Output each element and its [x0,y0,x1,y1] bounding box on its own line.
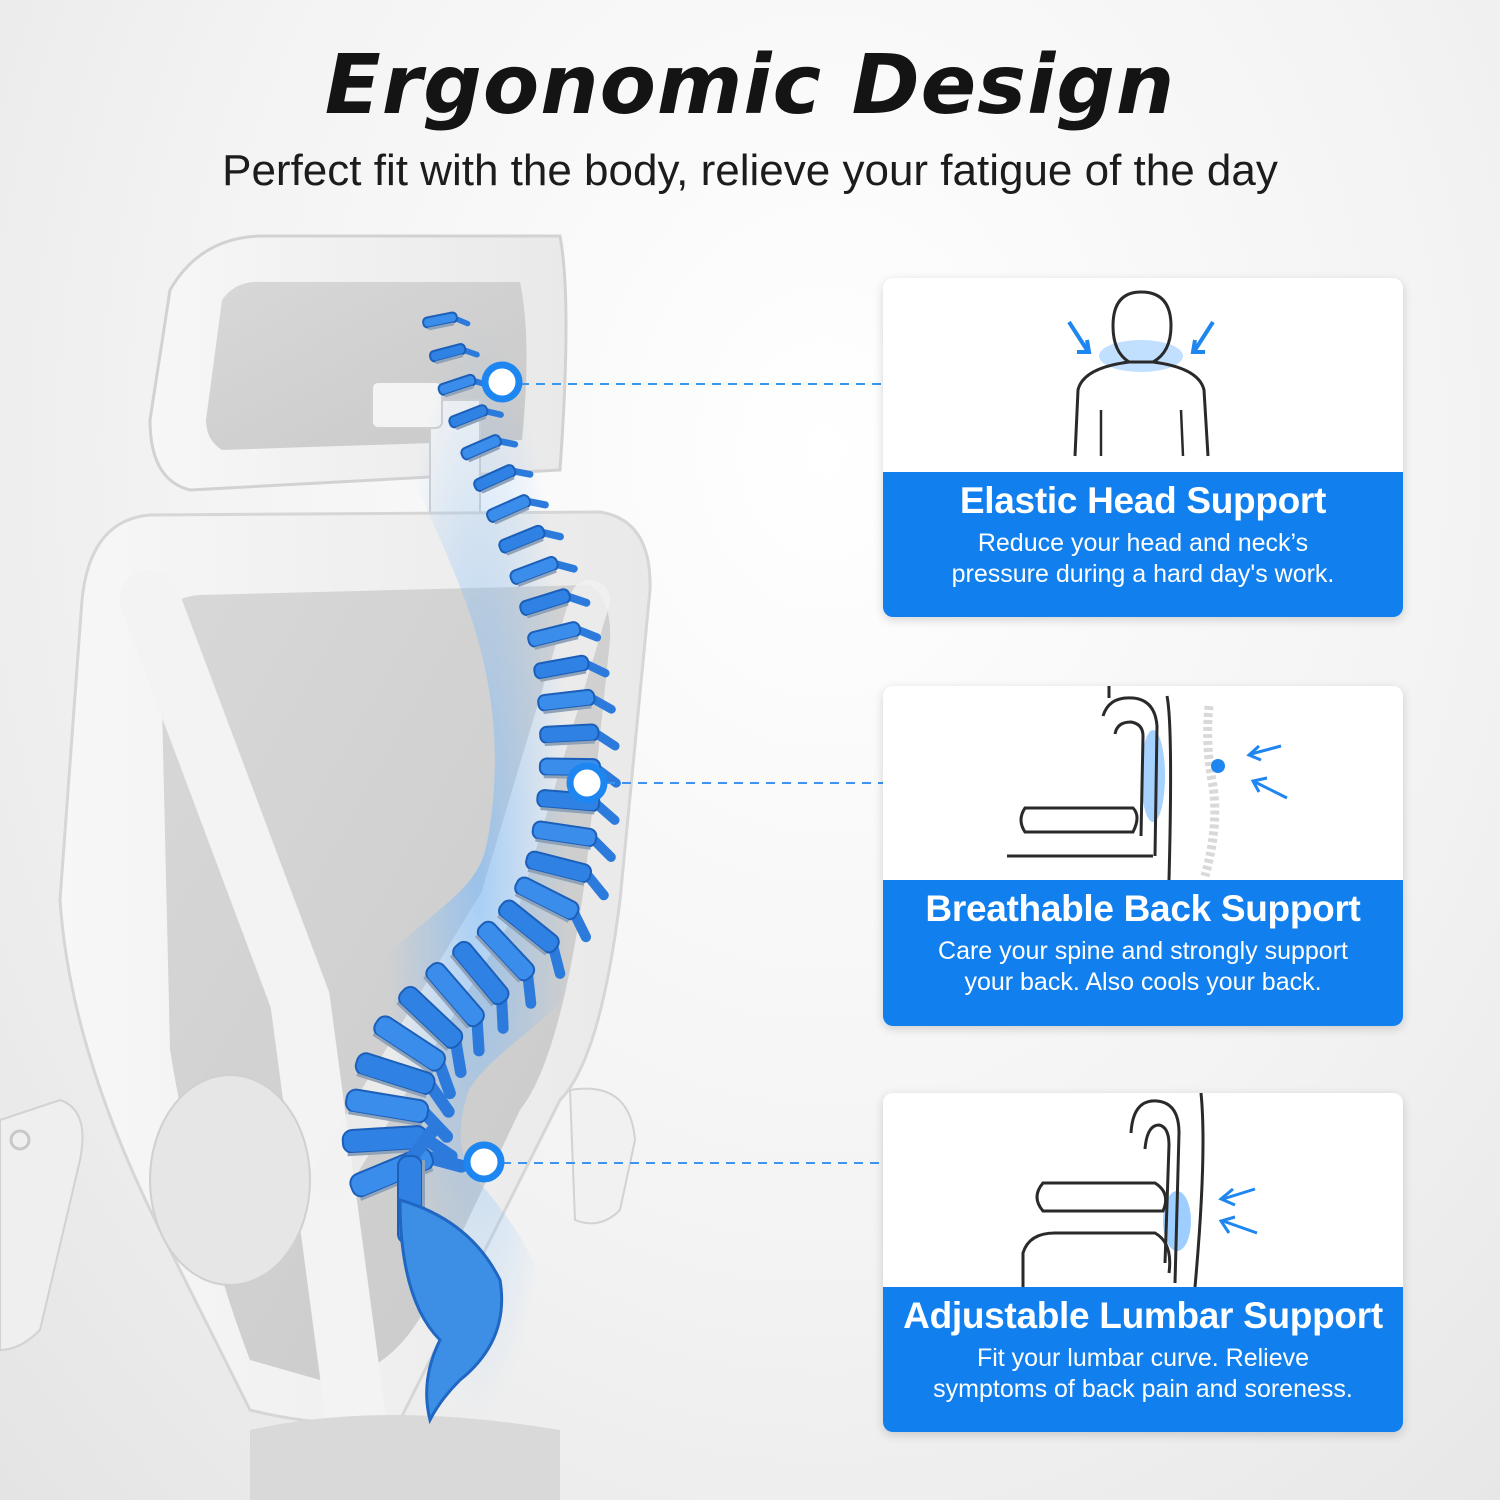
vertebra [372,1015,456,1100]
vertebra [519,588,591,619]
vertebra [423,962,485,1057]
feature-description: Reduce your head and neck’s pressure dur… [951,529,1335,588]
vertebra [509,556,578,587]
vertebra [396,986,467,1078]
vertebra [531,820,616,862]
lumbar-support-icon [1021,1093,1258,1287]
feature-description: Care your spine and strongly support you… [938,937,1348,996]
vertebra [497,899,566,979]
spine-illustration [310,245,645,1495]
feature-title: Adjustable Lumbar Support [903,1295,1383,1336]
vertebra [527,621,602,650]
callout-head [481,361,884,403]
vertebra [475,920,537,1009]
callout-lumbar [463,1141,884,1183]
vertebra [428,343,480,365]
feature-description: Fit your lumbar curve. Relieve symptoms … [933,1344,1353,1403]
vertebra [533,654,610,682]
vertebra [354,1052,455,1118]
page-title: Ergonomic Design [324,38,1176,133]
back-support-icon [1007,686,1288,880]
vertebra [537,688,616,714]
vertebra [525,850,609,901]
feature-band: Breathable Back Support Care your spine … [883,880,1403,1026]
vertebra [449,940,510,1034]
feature-card-lumbar-support: Adjustable Lumbar Support Fit your lumba… [883,1093,1403,1432]
vertebra [345,1088,454,1143]
vertebra [486,494,549,525]
page-subtitle: Perfect fit with the body, relieve your … [222,146,1278,195]
vertebra [448,404,504,431]
feature-band: Adjustable Lumbar Support Fit your lumba… [883,1287,1403,1432]
feature-card-head-support: Elastic Head Support Reduce your head an… [883,278,1403,617]
chair-lumbar-pad [149,1074,311,1286]
vertebra [473,464,534,494]
vertebra [460,434,519,463]
feature-band: Elastic Head Support Reduce your head an… [883,472,1403,617]
vertebra [498,524,564,556]
feature-title: Breathable Back Support [925,888,1361,929]
callout-back [566,762,884,804]
vertebra [539,723,620,751]
head-neck-icon [1067,290,1215,457]
vertebra [422,311,471,331]
feature-card-back-support: Breathable Back Support Care your spine … [883,686,1403,1026]
vertebra [514,876,592,943]
feature-title: Elastic Head Support [959,480,1327,521]
